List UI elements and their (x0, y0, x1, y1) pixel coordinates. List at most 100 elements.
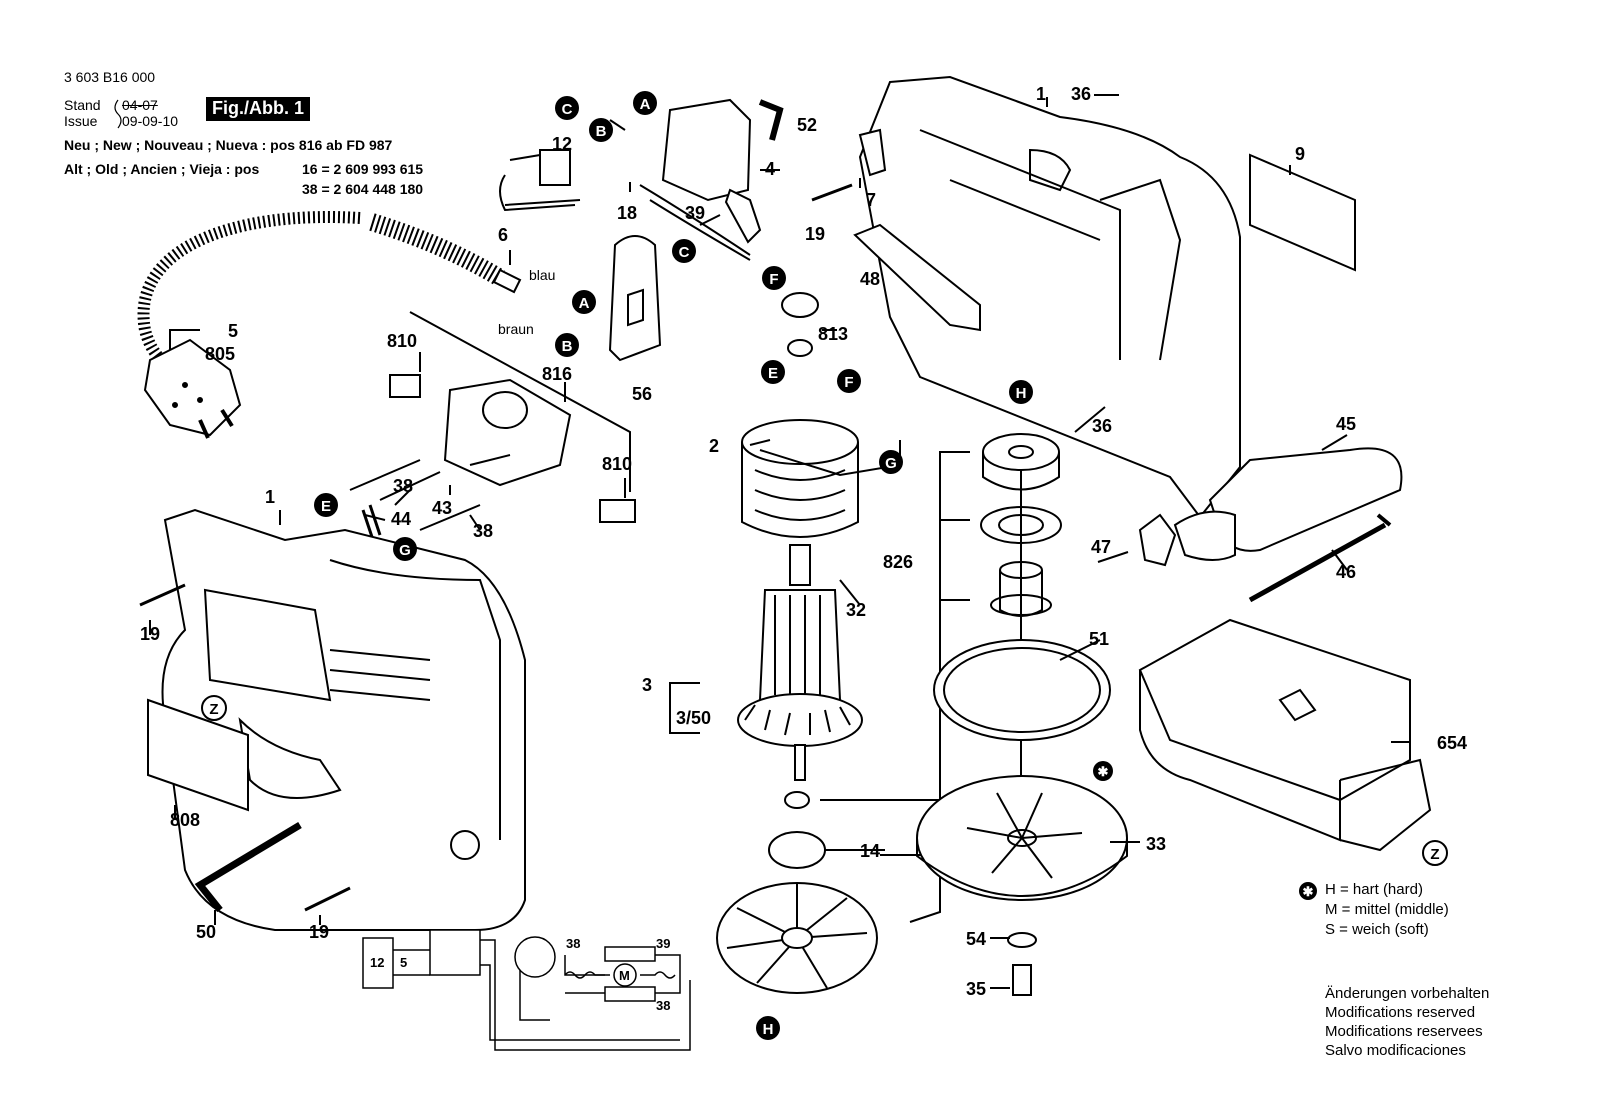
stand-date: 04-07 (122, 97, 158, 113)
callout-3-50: 3/50 (676, 708, 711, 728)
label-plate-808 (147, 698, 249, 812)
modifications-note: Änderungen vorbehalten Modifications res… (1325, 984, 1489, 1060)
callout-46: 46 (1336, 562, 1356, 582)
wiring-schematic (362, 929, 691, 1051)
callout-14: 14 (860, 841, 880, 861)
legend-soft: S = weich (soft) (1325, 921, 1429, 938)
wire-label-blau: blau (529, 267, 555, 283)
screw-35 (1012, 964, 1032, 996)
svg-text:B: B (596, 123, 607, 140)
svg-text:F: F (844, 374, 853, 391)
cover-plate-56 (608, 235, 662, 362)
callout-39: 39 (685, 203, 705, 223)
callout-816: 816 (542, 364, 572, 384)
callout-33: 33 (1146, 834, 1166, 854)
modifications-de: Änderungen vorbehalten (1325, 985, 1490, 1002)
connector-G-left: G (393, 537, 417, 561)
callout-19-bottom: 19 (309, 922, 329, 942)
ring-51 (933, 639, 1111, 741)
callout-9: 9 (1295, 144, 1305, 164)
housing-shell-right (858, 75, 1241, 519)
connector-Z-right: Z (1422, 840, 1448, 866)
callout-54: 54 (966, 929, 986, 949)
svg-text:Z: Z (209, 701, 218, 718)
bearing-813 (781, 292, 819, 318)
svg-text:H: H (763, 1021, 774, 1038)
screw-19-top (811, 183, 853, 202)
label-plate-9 (1249, 153, 1356, 272)
hex-key (194, 821, 302, 913)
schematic-label-38-bottom: 38 (656, 998, 670, 1013)
svg-text:H: H (1016, 385, 1027, 402)
callout-51: 51 (1089, 629, 1109, 649)
connector-H-bottom: H (756, 1016, 780, 1040)
issue-date: 09-09-10 (122, 113, 179, 129)
callout-810-right: 810 (602, 454, 632, 474)
knob-47 (1138, 513, 1177, 567)
svg-text:C: C (562, 101, 573, 118)
schematic-label-39: 39 (656, 936, 670, 951)
svg-text:E: E (321, 498, 331, 515)
screw-19-bottom (304, 886, 351, 912)
wire-label-braun: braun (498, 321, 534, 337)
connector-A-top: A (633, 91, 657, 115)
modifications-en: Modifications reserved (1325, 1004, 1476, 1021)
callout-3: 3 (642, 675, 652, 695)
callout-1-left: 1 (265, 487, 275, 507)
legend-hard: H = hart (hard) (1325, 881, 1423, 898)
callout-43: 43 (432, 498, 452, 518)
connector-E-left: E (314, 493, 338, 517)
callout-56: 56 (632, 384, 652, 404)
callout-35: 35 (966, 979, 986, 999)
svg-text:G: G (885, 455, 897, 472)
callout-47: 47 (1091, 537, 1111, 557)
connector-C-mid: C (672, 239, 696, 263)
schematic-motor-label: M (619, 968, 630, 983)
connector-B-top: B (589, 118, 613, 142)
switch-assembly (499, 98, 784, 261)
connector-markers: C A B C F A B E F G E G H H Z Z (201, 91, 1448, 1040)
old-position-38: 38 = 2 604 448 180 (302, 181, 424, 197)
figure-tag: Fig./Abb. 1 (206, 97, 310, 121)
connector-F-top: F (762, 266, 786, 290)
brush-holder-assembly (349, 311, 636, 541)
callout-45: 45 (1336, 414, 1356, 434)
stator (741, 419, 901, 538)
svg-text:C: C (679, 244, 690, 261)
callout-52: 52 (797, 115, 817, 135)
schematic-labels: 12 5 38 39 38 M (370, 936, 670, 1013)
callout-654: 654 (1437, 733, 1467, 753)
callout-44: 44 (391, 509, 411, 529)
modifications-es: Salvo modificaciones (1325, 1042, 1466, 1059)
power-cord (137, 211, 522, 439)
callout-36-bottom: 36 (1092, 416, 1112, 436)
callout-2: 2 (709, 436, 719, 456)
callout-5: 5 (228, 321, 238, 341)
callout-38-a: 38 (393, 476, 413, 496)
bearing-14 (768, 831, 826, 869)
schematic-label-5: 5 (400, 955, 407, 970)
svg-text:A: A (640, 96, 651, 113)
callout-38-b: 38 (473, 521, 493, 541)
svg-text:B: B (562, 338, 573, 355)
handle-45 (1173, 447, 1403, 561)
connector-H-top: H (1009, 380, 1033, 404)
connector-C-top: C (555, 96, 579, 120)
callout-48: 48 (860, 269, 880, 289)
callout-32: 32 (846, 600, 866, 620)
callout-18: 18 (617, 203, 637, 223)
part-48 (853, 223, 981, 332)
svg-text:A: A (579, 295, 590, 312)
stand-label: Stand (64, 97, 101, 113)
schematic-label-38-top: 38 (566, 936, 580, 951)
sander-housing-left (161, 508, 526, 931)
callout-805: 805 (205, 344, 235, 364)
svg-text:G: G (399, 542, 411, 559)
washer (784, 791, 810, 809)
legend-star-icon: ✱ (1299, 882, 1317, 900)
callout-50: 50 (196, 922, 216, 942)
svg-text:✱: ✱ (1098, 764, 1109, 779)
callout-808: 808 (170, 810, 200, 830)
connector-Z-left: Z (201, 695, 227, 721)
